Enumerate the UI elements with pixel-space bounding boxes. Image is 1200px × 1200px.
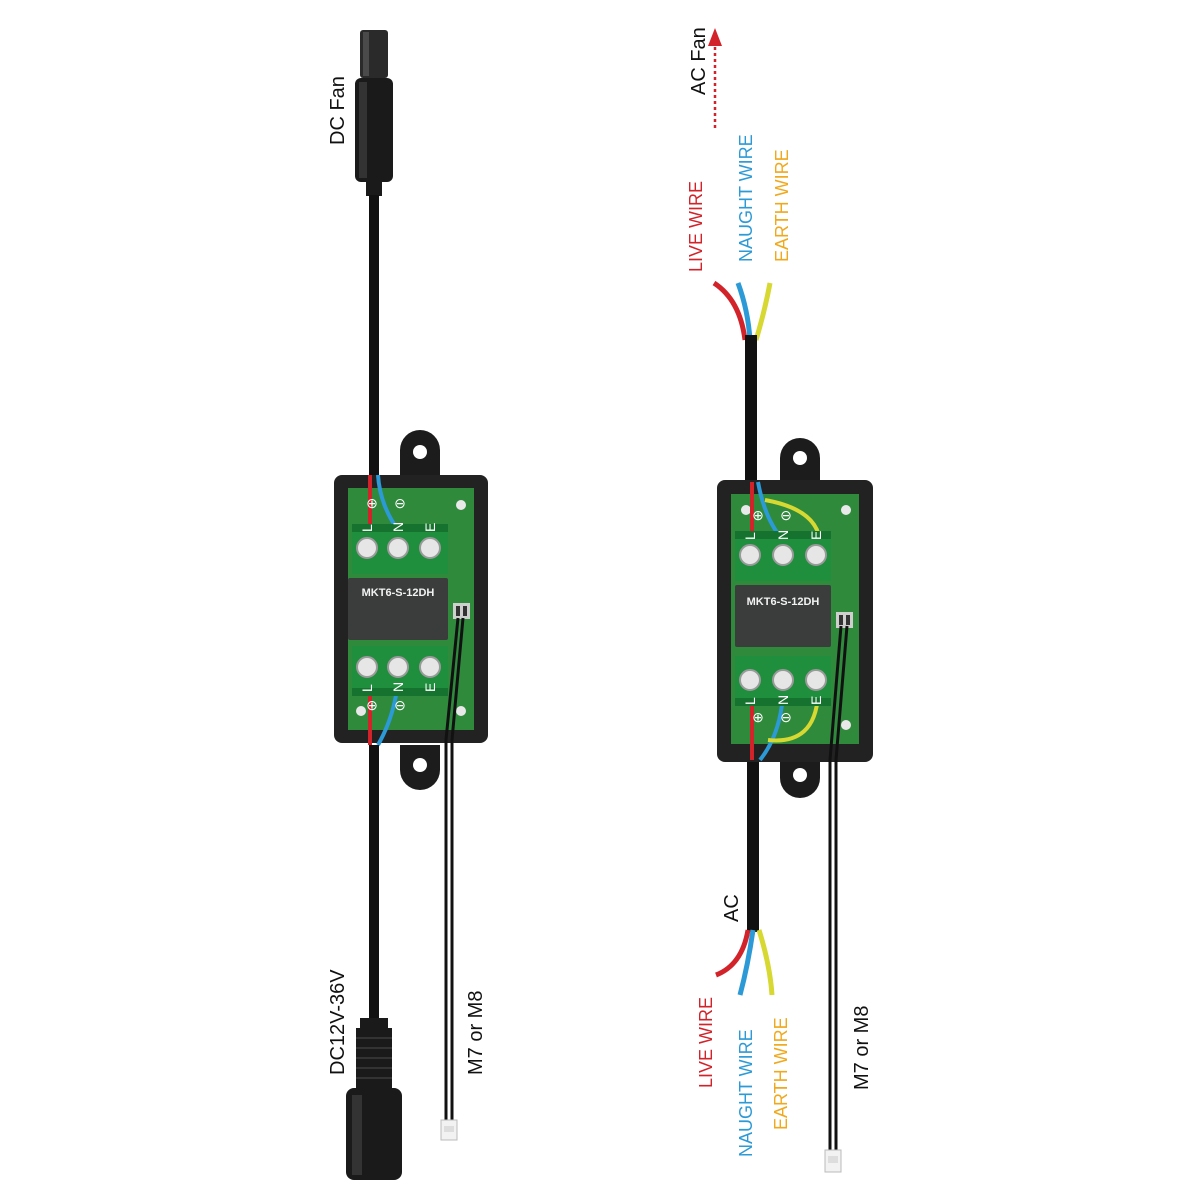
left-bottom-left-label: DC12V-36V: [327, 969, 349, 1075]
right-top-terminal-block: [735, 531, 831, 581]
right-relay: [735, 585, 853, 647]
left-top-plus-symbol: ⊕: [366, 495, 378, 511]
right-top-plus-symbol: ⊕: [752, 507, 764, 523]
right-bottom-right-label: M7 or M8: [851, 1006, 873, 1090]
right-bottom-earth-label: EARTH WIRE: [771, 1017, 791, 1130]
left-bottom-terminal-e: E: [422, 683, 438, 692]
left-top-terminal-e: E: [422, 523, 438, 532]
left-bottom-minus-symbol: ⊖: [394, 697, 406, 713]
right-bottom-live-label: LIVE WIRE: [696, 997, 716, 1088]
right-top-wires: [712, 280, 773, 341]
right-bottom-terminal-block: [735, 656, 831, 706]
dc-female-plug: [346, 1018, 402, 1180]
right-cable-top: [745, 335, 757, 485]
right-top-live-label: LIVE WIRE: [686, 181, 706, 272]
right-top-earth-label: EARTH WIRE: [772, 149, 792, 262]
right-top-minus-symbol: ⊖: [780, 507, 792, 523]
left-bottom-terminal-block: [352, 646, 448, 696]
dc-male-plug: [355, 30, 393, 196]
right-cable-bottom: [747, 762, 759, 932]
left-top-minus-symbol: ⊖: [394, 495, 406, 511]
right-top-terminal-n: N: [775, 530, 791, 540]
right-bottom-naught-label: NAUGHT WIRE: [736, 1029, 756, 1157]
right-bottom-minus-symbol: ⊖: [780, 709, 792, 725]
left-cable-top: [369, 195, 379, 480]
left-relay: [348, 578, 470, 640]
left-unit: [334, 30, 488, 1180]
right-bottom-plus-symbol: ⊕: [752, 709, 764, 725]
left-top-label: DC Fan: [327, 76, 349, 145]
left-top-terminal-block: [352, 524, 448, 574]
right-signal-wire: [824, 625, 849, 1173]
right-unit: [708, 28, 873, 1173]
right-relay-label: MKT6-S-12DH: [747, 596, 820, 608]
right-bottom-terminal-l: L: [742, 697, 758, 705]
left-bottom-terminal-n: N: [390, 682, 406, 692]
right-top-terminal-l: L: [742, 532, 758, 540]
ac-fan-arrow: [708, 28, 722, 128]
right-top-terminal-e: E: [808, 531, 824, 540]
right-bottom-wires: [714, 929, 775, 996]
right-bottom-terminal-e: E: [808, 696, 824, 705]
left-bottom-terminal-l: L: [359, 684, 375, 692]
left-signal-wire: [440, 617, 465, 1141]
left-top-terminal-n: N: [390, 522, 406, 532]
right-top-naught-label: NAUGHT WIRE: [736, 134, 756, 262]
left-bottom-right-label: M7 or M8: [465, 991, 487, 1075]
right-mid-label: AC: [721, 894, 743, 922]
left-cable-bottom: [369, 745, 379, 1020]
right-bottom-terminal-n: N: [775, 695, 791, 705]
left-relay-label: MKT6-S-12DH: [362, 587, 435, 599]
left-bottom-plus-symbol: ⊕: [366, 697, 378, 713]
right-top-label: AC Fan: [688, 27, 710, 95]
left-top-terminal-l: L: [359, 524, 375, 532]
